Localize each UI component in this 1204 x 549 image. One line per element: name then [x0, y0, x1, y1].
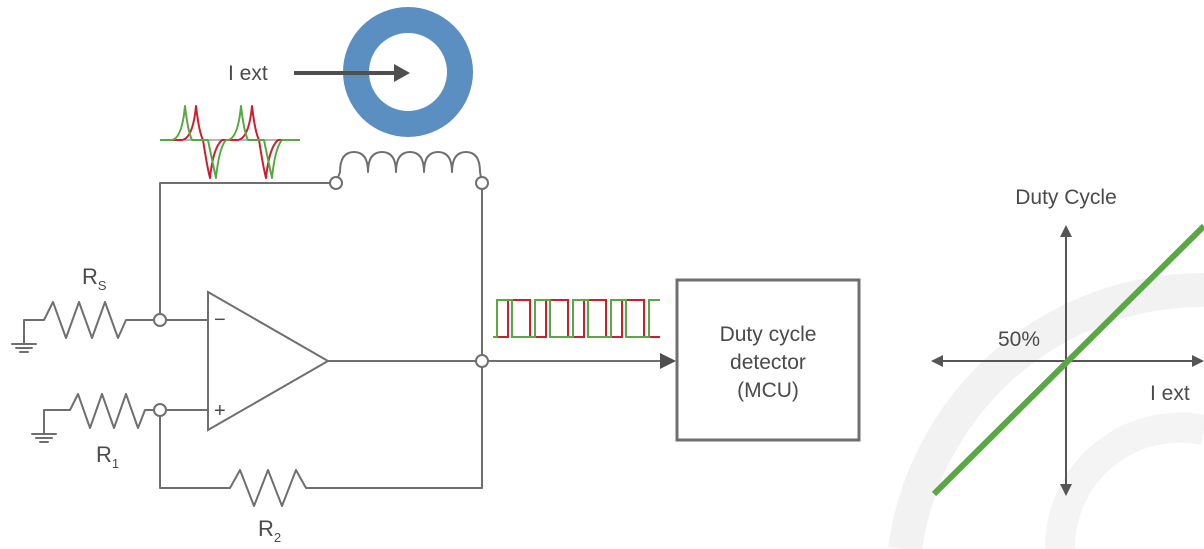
resistor-r2-label: R2: [258, 516, 281, 545]
op-amp-minus-sign: −: [214, 309, 226, 331]
graph-y-axis-arrow-up: [1060, 225, 1072, 237]
i-ext-probe-label: I ext: [228, 62, 268, 85]
graph-x-title: I ext: [1150, 382, 1190, 405]
graph-y-axis-arrow-down: [1060, 484, 1072, 496]
sense-coil: [335, 151, 483, 184]
output-node: [475, 354, 489, 368]
signal-arrowhead: [660, 353, 676, 369]
square-wave-red: [493, 299, 660, 338]
coil-left-node: [329, 176, 343, 190]
detector-label-line3: (MCU): [737, 379, 799, 402]
op-amp: [207, 290, 331, 432]
square-wave-green: [493, 299, 660, 338]
feedback-wire-left: [159, 182, 337, 319]
ground-symbol-rs: [11, 343, 37, 353]
resistor-rs-label-sub: S: [98, 278, 107, 293]
square-waveform: [493, 299, 660, 338]
ground-symbol-r1: [31, 433, 57, 443]
resistor-r1: [43, 393, 155, 435]
spike-waveform: [160, 105, 300, 179]
i-ext-arrowhead: [394, 64, 410, 82]
resistor-r2-label-main: R: [258, 516, 274, 541]
duty-cycle-detector-box: [675, 278, 861, 442]
resistor-rs-label-main: R: [82, 264, 98, 289]
resistor-rs: [23, 301, 155, 345]
graph-origin-label: 50%: [998, 328, 1040, 351]
detector-label-line1: Duty cycle: [720, 323, 817, 346]
spike-wave-green: [160, 105, 300, 179]
background-watermark: [888, 272, 1204, 549]
graph-x-axis-arrow-right: [1192, 355, 1204, 367]
graph-x-axis-arrow-left: [931, 355, 943, 367]
resistor-r1-label: R1: [96, 442, 119, 471]
resistor-rs-label: RS: [82, 264, 107, 293]
graph-y-title: Duty Cycle: [1015, 186, 1117, 209]
duty-cycle-transfer-line: [931, 223, 1204, 497]
spike-wave-red: [160, 105, 300, 179]
resistor-r2: [159, 409, 483, 507]
resistor-r2-label-sub: 2: [274, 530, 281, 545]
detector-label-line2: detector: [730, 351, 806, 374]
resistor-r1-label-sub: 1: [112, 456, 119, 471]
duty-cycle-graph: Duty Cycle 50% I ext: [931, 186, 1204, 497]
inverting-input-node: [153, 313, 167, 327]
noninverting-input-node: [153, 403, 167, 417]
op-amp-plus-sign: +: [214, 400, 226, 422]
coil-right-node: [475, 176, 489, 190]
resistor-r1-label-main: R: [96, 442, 112, 467]
